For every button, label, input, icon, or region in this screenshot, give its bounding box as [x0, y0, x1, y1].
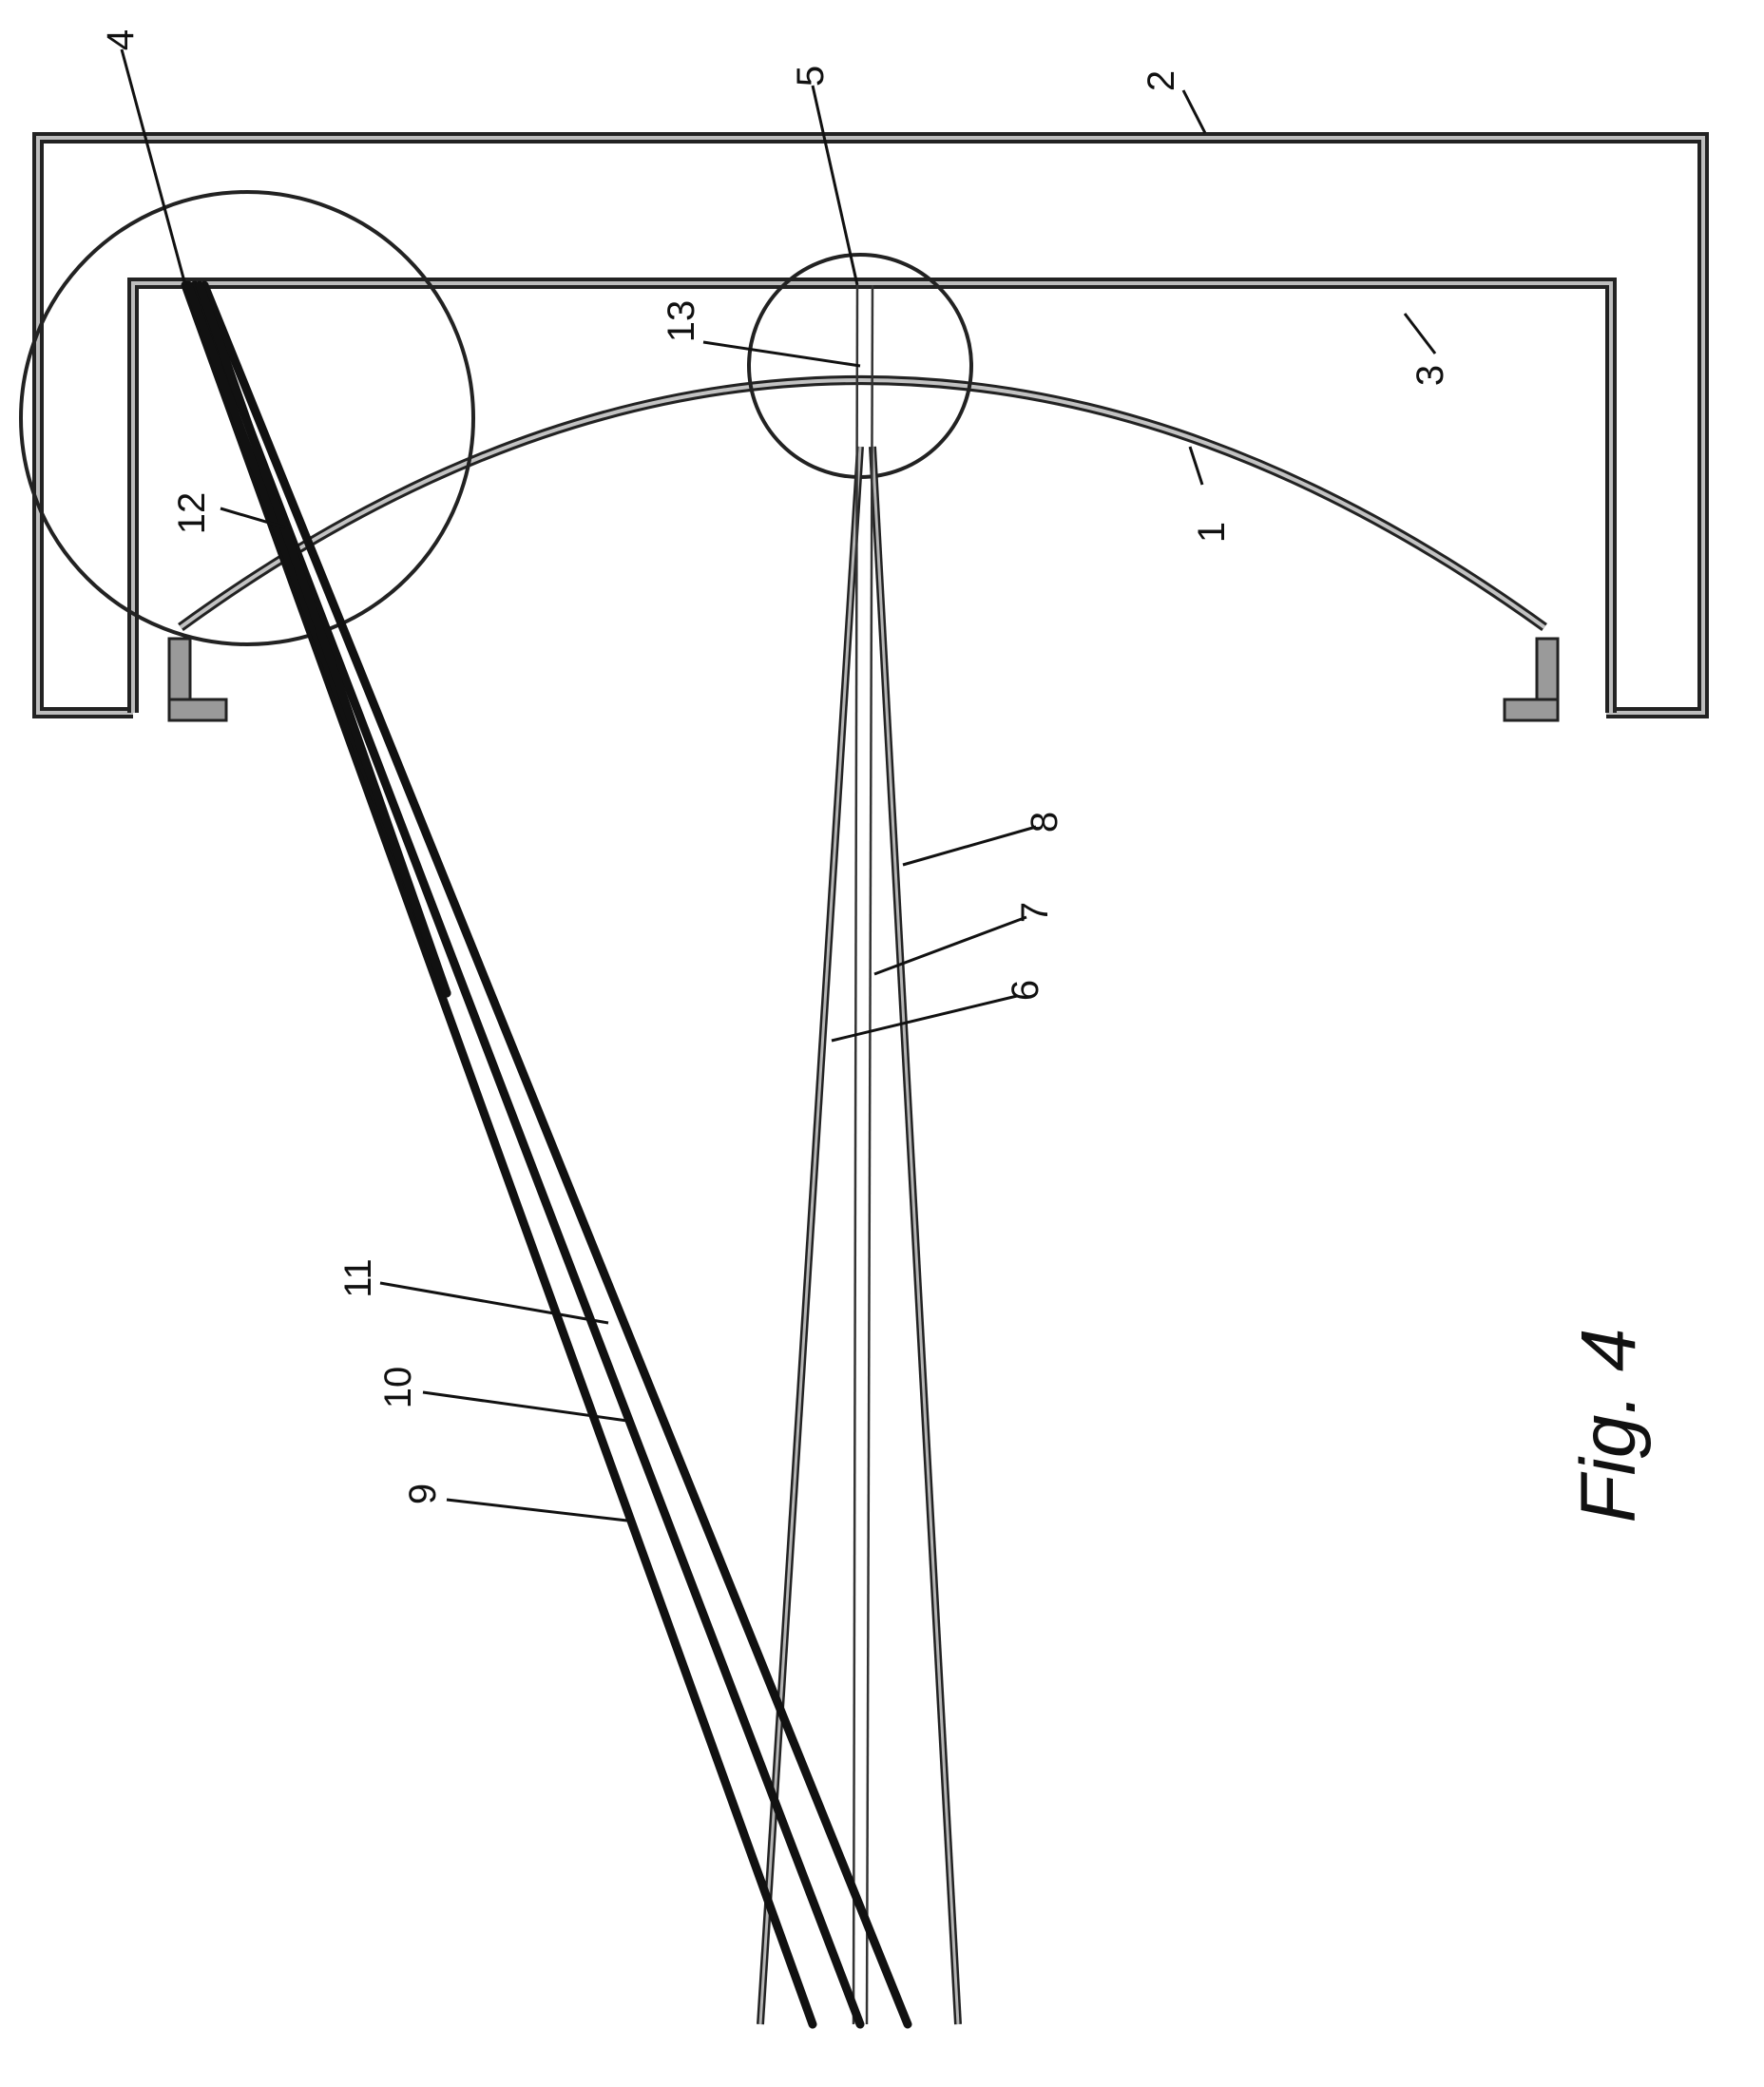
numeral-11: 11 [337, 1258, 379, 1298]
reference-numerals: 2 3 1 4 5 13 12 8 7 6 11 10 9 [100, 29, 1451, 1504]
numeral-8: 8 [1024, 812, 1065, 833]
numeral-10: 10 [377, 1367, 419, 1409]
numeral-7: 7 [1014, 902, 1056, 923]
numeral-4: 4 [100, 29, 142, 50]
numeral-1: 1 [1191, 522, 1233, 543]
numeral-9: 9 [402, 1484, 444, 1504]
numeral-6: 6 [1005, 980, 1046, 1001]
figure-caption: Fig. 4 [1565, 1328, 1652, 1522]
curved-element-1 [181, 380, 1544, 627]
numeral-13: 13 [661, 300, 702, 343]
numeral-3: 3 [1409, 365, 1451, 386]
numeral-12: 12 [171, 492, 213, 535]
leader-lines [122, 49, 1435, 1521]
central-beams [760, 285, 958, 2024]
numeral-5: 5 [790, 66, 832, 86]
oblique-beams [185, 285, 908, 2024]
numeral-2: 2 [1141, 70, 1182, 91]
